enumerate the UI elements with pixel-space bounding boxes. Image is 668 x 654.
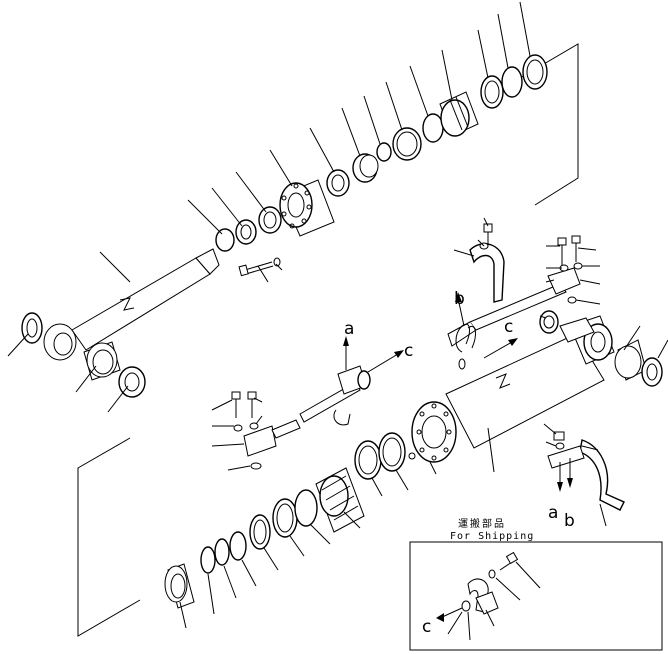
head-bolt-holes [281,183,312,229]
callout-c-right: c [504,317,513,337]
leader-lines-top [7,1,531,413]
pipe-subassembly [231,336,404,470]
flange-bolt-holes [416,403,452,461]
leader-lines-pipe [211,397,263,471]
callout-a-lower: a [548,503,558,523]
callout-b-left: b [454,289,465,309]
shipping-title-en: For Shipping [450,531,534,542]
shipping-inset-frame [409,541,663,651]
callout-a-upper: a [344,319,354,339]
cylinder-tube [408,310,663,463]
callout-b-lower: b [564,511,575,531]
callout-c-inset: c [422,617,431,637]
seal-kit [77,432,406,637]
callout-c-upper: c [404,341,413,361]
shipping-inset [409,541,663,651]
leader-lines-seals [179,469,409,629]
leader-lines-right [429,217,668,527]
shipping-title-jp: 運搬部品 [458,517,506,530]
pipe-bracket [447,223,625,511]
rod-assembly [21,43,579,398]
